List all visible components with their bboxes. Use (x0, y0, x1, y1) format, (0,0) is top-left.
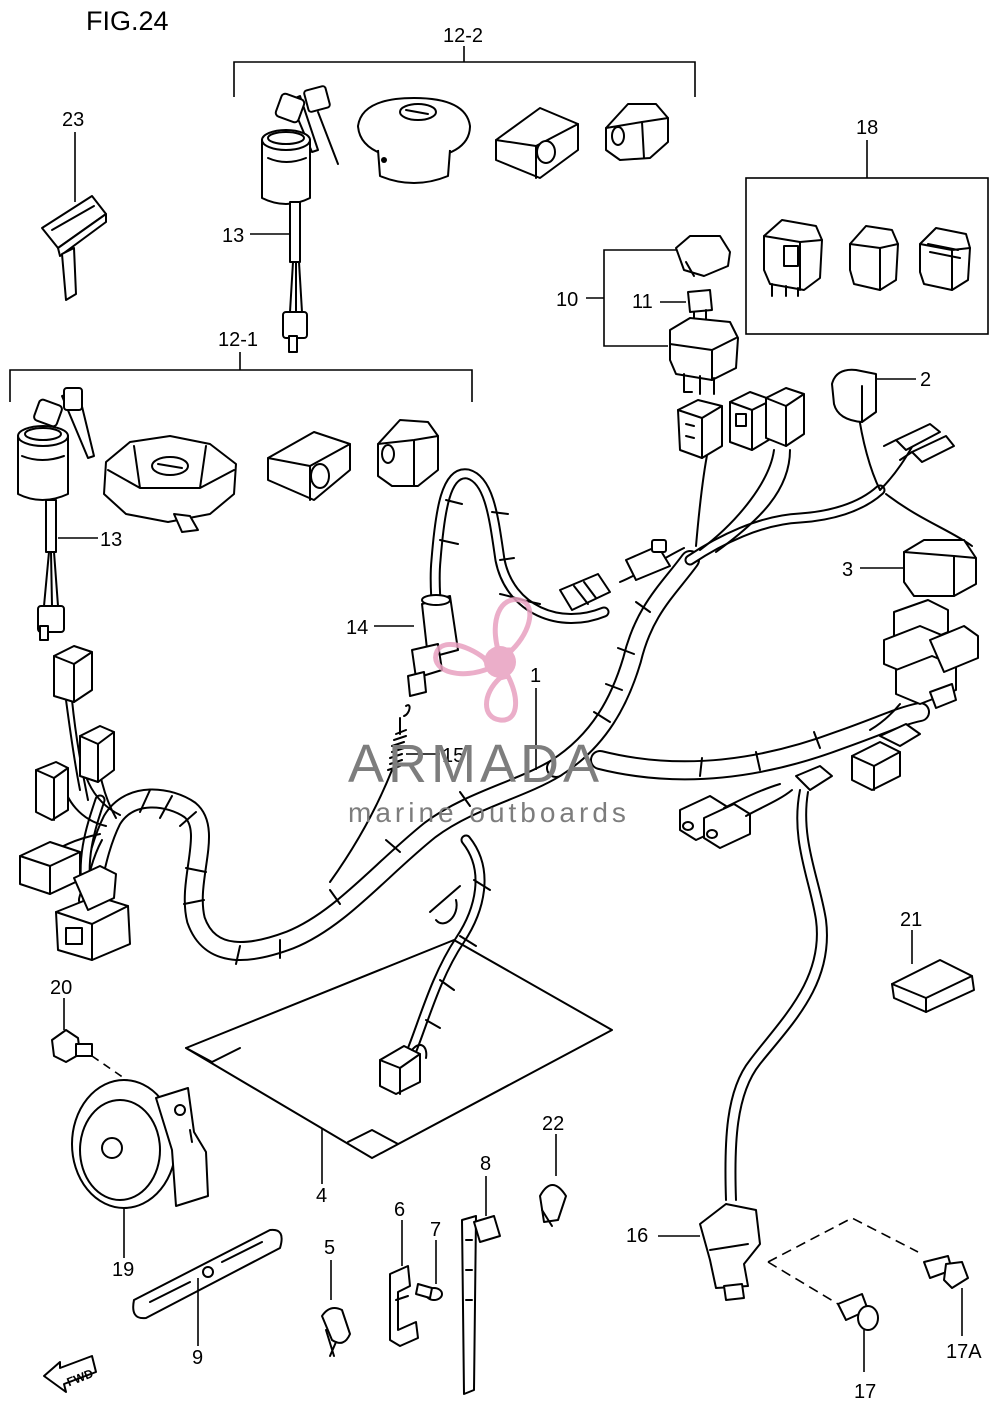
callout-21: 21 (900, 909, 922, 931)
callout-19: 19 (112, 1259, 134, 1281)
callout-3: 3 (842, 559, 853, 581)
harness-connector-top-right[interactable] (765, 387, 805, 447)
harness-connector-inline[interactable] (559, 539, 671, 611)
part-10-fuse-cover[interactable] (675, 235, 731, 277)
callout-1: 1 (530, 665, 541, 687)
callout-6: 6 (394, 1199, 405, 1221)
part-12-2-lock-cover[interactable] (605, 103, 669, 161)
callout-17: 17 (854, 1381, 876, 1403)
part-4-sheet[interactable] (185, 939, 613, 1159)
callout-10: 10 (556, 289, 578, 311)
part-12-2-seat-lock[interactable] (495, 107, 579, 179)
harness-connector-bottom[interactable] (379, 1043, 428, 1095)
callout-12-1: 12-1 (218, 329, 258, 351)
part-12-1-ignition-switch[interactable] (17, 387, 95, 641)
harness-connector-sensor-lead[interactable] (795, 765, 833, 791)
callout-13-upper: 13 (222, 225, 244, 247)
part-20-bolt[interactable] (51, 1029, 93, 1063)
part-7-screw[interactable] (415, 1283, 443, 1301)
callout-17a: 17A (946, 1341, 982, 1363)
part-22-clip[interactable] (539, 1184, 567, 1227)
callout-11: 11 (632, 291, 653, 313)
harness-connector-bullet-pair[interactable] (883, 423, 955, 463)
part-10-fuse-holder[interactable] (669, 317, 739, 395)
part-3-component[interactable] (903, 539, 977, 597)
part-19-horn[interactable] (71, 1079, 209, 1209)
part-23-key[interactable] (41, 195, 107, 301)
part-18-relay-c[interactable] (919, 227, 971, 291)
watermark-brand: ARMADA (348, 734, 603, 794)
part-21-pad[interactable] (891, 959, 975, 1013)
part-2-terminal-cap[interactable] (831, 368, 877, 423)
callout-4: 4 (316, 1185, 327, 1207)
part-11-fuse[interactable] (687, 289, 713, 325)
harness-connector-left-stack[interactable] (19, 645, 131, 961)
callout-14: 14 (346, 617, 368, 639)
callout-13-lower: 13 (100, 529, 122, 551)
callout-22: 22 (542, 1113, 564, 1135)
part-12-1-seat-lock[interactable] (267, 431, 351, 501)
callout-23: 23 (62, 109, 84, 131)
harness-connector-top-left[interactable] (677, 399, 723, 459)
part-6-clamp[interactable] (389, 1265, 419, 1347)
callout-15: 15 (442, 745, 464, 767)
harness-connector-lower-right[interactable] (851, 723, 921, 791)
part-5-clip[interactable] (321, 1307, 351, 1357)
callout-20: 20 (50, 977, 72, 999)
part-12-1-lock-cover[interactable] (377, 419, 439, 487)
fwd-arrow-icon: FWD (43, 1355, 97, 1393)
part-16-sensor[interactable] (699, 1203, 761, 1301)
part-18-relay-a[interactable] (763, 219, 823, 297)
part-18-relay-b[interactable] (849, 225, 899, 291)
harness-connector-top-mid[interactable] (729, 391, 773, 451)
callout-18: 18 (856, 117, 878, 139)
part-9-band[interactable] (132, 1228, 283, 1320)
part-15-spring[interactable] (329, 704, 411, 883)
part-8-cable-tie[interactable] (461, 1215, 501, 1395)
watermark: ARMADA marine outboards (348, 597, 630, 828)
part-12-1-fuel-cap[interactable] (103, 435, 237, 533)
callout-9: 9 (192, 1347, 203, 1369)
callout-7: 7 (430, 1219, 441, 1241)
watermark-tagline: marine outboards (348, 797, 630, 828)
callout-2: 2 (920, 369, 931, 391)
harness-connector-right-stack[interactable] (869, 599, 979, 731)
callout-8: 8 (480, 1153, 491, 1175)
part-12-2-fuel-cap[interactable] (357, 97, 471, 184)
callout-5: 5 (324, 1237, 335, 1259)
part-17-screw[interactable] (837, 1293, 879, 1331)
callout-16: 16 (626, 1225, 648, 1247)
part-12-2-ignition-switch[interactable] (261, 85, 339, 353)
callout-12-2: 12-2 (443, 25, 483, 47)
watermark-logo-icon (433, 597, 533, 723)
figure-title: FIG.24 (86, 6, 169, 36)
harness-connector-lower-double[interactable] (679, 783, 793, 849)
part-17a-bolt[interactable] (923, 1255, 969, 1289)
